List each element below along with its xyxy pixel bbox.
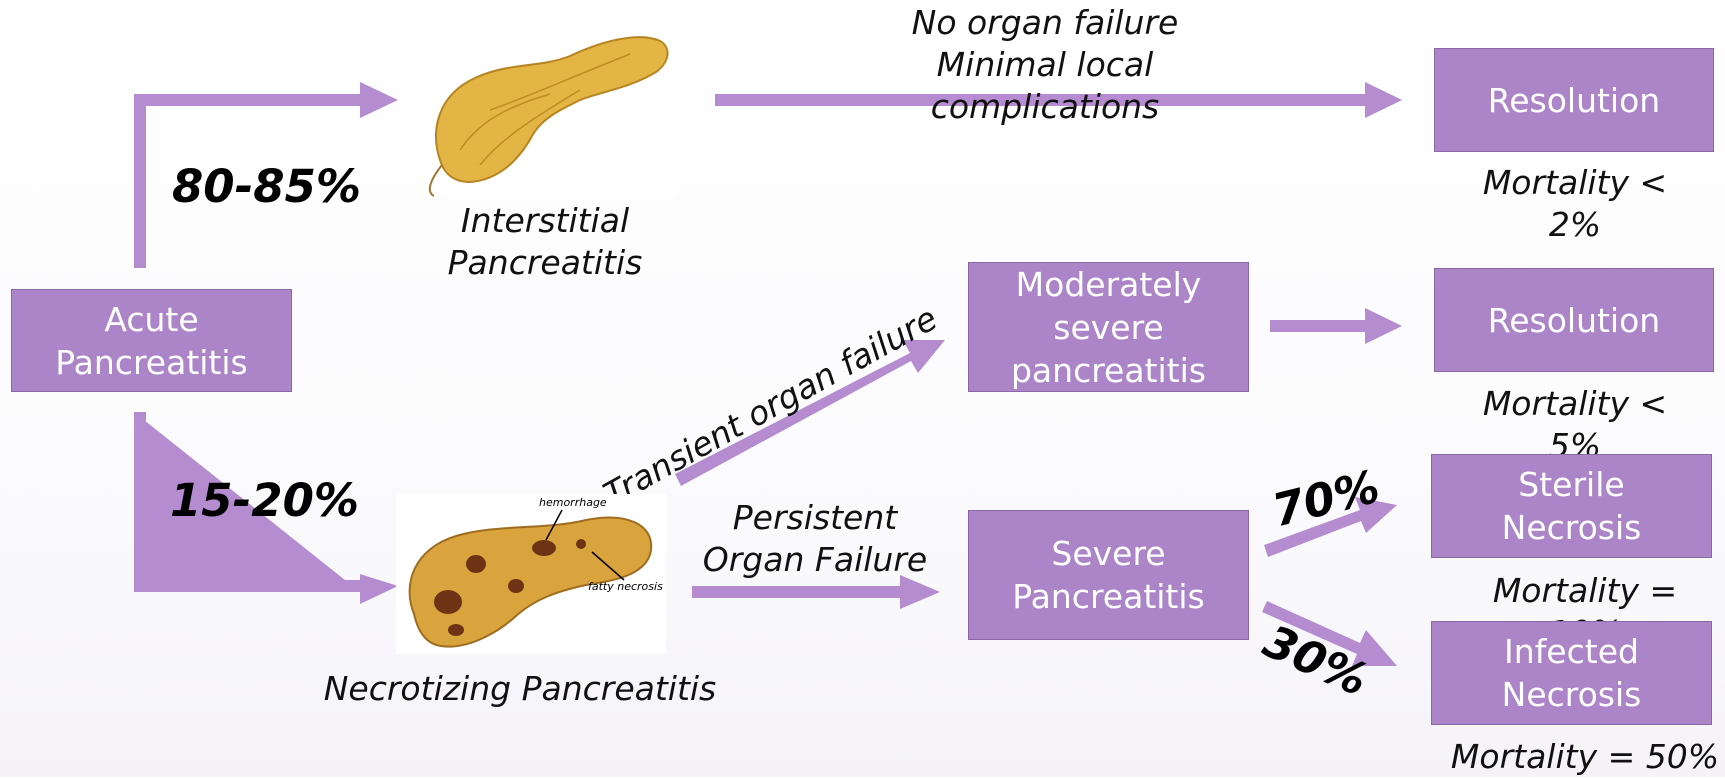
hemorrhage-label: hemorrhage: [539, 496, 607, 509]
mortality-2-label: Mortality < 2%: [1450, 162, 1700, 246]
arrow-to-necrotizing-stem: [134, 412, 146, 592]
resolution-mid-box: Resolution: [1434, 268, 1714, 372]
arrow-to-resolution-mid: [1270, 308, 1402, 344]
infected-necrosis-box: Infected Necrosis: [1431, 621, 1712, 725]
necrotizing-label: Necrotizing Pancreatitis: [300, 668, 740, 710]
fatty-necrosis-label: fatty necrosis: [588, 580, 663, 593]
necrotizing-pancreas-image: hemorrhage fatty necrosis: [396, 494, 666, 654]
acute-pancreatitis-box: Acute Pancreatitis: [11, 289, 292, 392]
interstitial-pancreas-image: [420, 20, 678, 198]
mortality-50-label: Mortality = 50%: [1440, 736, 1725, 778]
severe-box: Severe Pancreatitis: [968, 510, 1249, 640]
sterile-necrosis-box: Sterile Necrosis: [1431, 454, 1712, 558]
pct-interstitial: 80-85%: [172, 160, 361, 213]
resolution-top-box: Resolution: [1434, 48, 1714, 152]
persistent-label: Persistent Organ Failure: [680, 497, 950, 581]
pct-necrotizing: 15-20%: [170, 474, 359, 527]
interstitial-label: Interstitial Pancreatitis: [410, 200, 680, 284]
moderately-severe-box: Moderately severe pancreatitis: [968, 262, 1249, 392]
no-organ-failure-label: No organ failure Minimal local complicat…: [860, 2, 1230, 128]
